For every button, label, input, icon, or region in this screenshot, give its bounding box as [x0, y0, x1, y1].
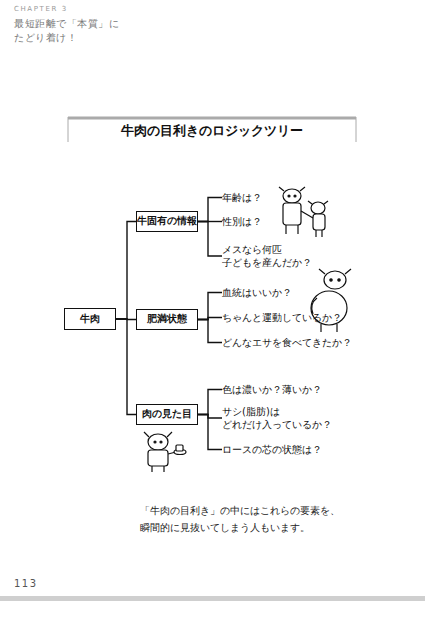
cow-illustration [338, 279, 340, 281]
figure-caption: 「牛肉の目利き」の中にはこれらの要素を、 瞬間的に見抜いてしまう人もいます。 [140, 502, 356, 536]
cow-illustration [294, 195, 296, 197]
cow-illustration [144, 432, 186, 472]
page-number: 113 [14, 578, 74, 590]
cow-illustration [319, 269, 351, 274]
tree-connector [198, 415, 222, 450]
leaf-item: ロースの芯の状態は？ [222, 443, 352, 456]
cow-illustration [312, 298, 317, 314]
cow-illustration [279, 187, 328, 237]
cow-illustration [324, 271, 346, 289]
tree-connector [116, 318, 136, 320]
node-text: 年齢は？ [222, 191, 292, 204]
branch-box: 牛肉 [64, 308, 116, 330]
cow-illustration [288, 195, 290, 197]
leaf-item: 年齢は？ [222, 191, 292, 204]
leaf-item: メスなら何匹 子どもを産んだか？ [222, 243, 322, 269]
cow-illustration [330, 279, 332, 281]
cow-illustration [321, 324, 337, 332]
cow-illustration [283, 203, 301, 225]
leaf-item: 血統はいいか？ [222, 286, 322, 299]
cow-illustration [283, 189, 301, 203]
leaf-item: 色は濃いか？薄いか？ [222, 383, 352, 396]
tree-connector [198, 293, 222, 320]
title-frame [68, 117, 356, 142]
tree-connector [116, 319, 136, 415]
leaf-item: サシ(脂肪)は どれだけ入っているか？ [222, 405, 338, 431]
tree-connector [198, 390, 222, 415]
cow-illustration [148, 434, 168, 450]
chapter-header: 最短距離で「本質」に たどり着け！ [14, 17, 122, 45]
node-text: どんなエサを食べてきたか？ [222, 336, 372, 349]
branch-box: 肉の見た目 [136, 404, 198, 425]
tree-connector [116, 222, 136, 320]
node-text: 牛固有の情報 [137, 215, 197, 227]
node-text: 血統はいいか？ [222, 286, 322, 299]
cow-illustration [176, 445, 183, 451]
title-frame [68, 117, 69, 142]
cow-illustration [152, 466, 164, 472]
cow-illustration [311, 202, 325, 214]
node-text: 牛肉 [80, 313, 100, 325]
cow-illustration [301, 211, 322, 237]
node-text: ちゃんと運動しているか？ [222, 311, 362, 324]
cow-illustration [160, 441, 162, 443]
chapter-header: CHAPTER 3 [14, 4, 134, 14]
node-text: 色は濃いか？薄いか？ [222, 383, 352, 396]
leaf-item: 性別は？ [222, 215, 292, 228]
cow-illustration [286, 225, 298, 234]
cow-illustration [308, 201, 328, 204]
tree-connector [198, 198, 222, 222]
leaf-item: ちゃんと運動しているか？ [222, 311, 362, 324]
tree-connector [198, 415, 222, 419]
node-text: ロースの芯の状態は？ [222, 443, 352, 456]
branch-box: 牛固有の情報 [136, 211, 198, 232]
tree-connector [198, 222, 222, 257]
cow-illustration [148, 450, 168, 466]
diagram-title: 牛肉の目利きのロジックツリー [68, 123, 356, 140]
cow-illustration [154, 441, 156, 443]
leaf-item: どんなエサを食べてきたか？ [222, 336, 372, 349]
tree-connector [198, 318, 222, 320]
branch-box: 肥満状態 [136, 309, 198, 330]
node-text: 肥満状態 [147, 313, 187, 325]
cow-illustration [313, 214, 325, 230]
node-text: 肉の見た目 [142, 408, 192, 420]
cow-illustration [279, 187, 305, 191]
title-frame [356, 117, 357, 142]
node-text: 性別は？ [222, 215, 292, 228]
footer-bar [0, 596, 425, 601]
tree-connector [198, 221, 222, 222]
title-frame [68, 117, 356, 120]
cow-illustration [144, 432, 172, 437]
node-text: メスなら何匹 子どもを産んだか？ [222, 243, 322, 269]
node-text: サシ(脂肪)は どれだけ入っているか？ [222, 405, 338, 431]
tree-connector [198, 320, 222, 343]
